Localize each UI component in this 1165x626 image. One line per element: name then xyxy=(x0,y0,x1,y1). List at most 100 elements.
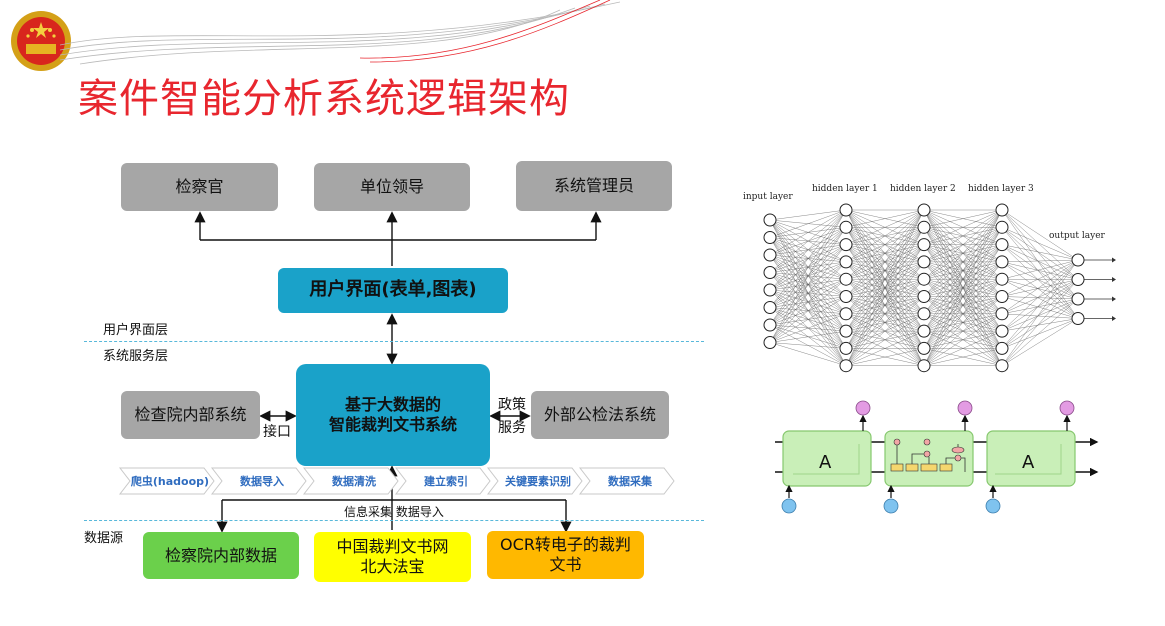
ui-layer-divider xyxy=(84,341,704,342)
neuron-node xyxy=(917,255,931,269)
external-system-box: 外部公检法系统 xyxy=(531,391,669,439)
ui-layer-label: 用户界面层 xyxy=(103,323,169,338)
data-source-label: 数据源 xyxy=(84,531,124,546)
pipeline-step-label: 建立索引 xyxy=(424,475,468,488)
pipeline-step-label: 关键要素识别 xyxy=(505,475,571,488)
neuron-node xyxy=(995,324,1009,338)
neuron-node xyxy=(839,341,853,355)
architecture-connectors xyxy=(194,211,602,533)
neuron-node xyxy=(1071,253,1085,267)
lstm-cell-left-label: A xyxy=(819,452,832,473)
internal-system-box: 检查院内部系统 xyxy=(121,391,260,439)
prosecutor-label: 检察官 xyxy=(175,177,224,196)
sys-admin-box: 系统管理员 xyxy=(516,161,672,211)
pipeline-step-label: 数据采集 xyxy=(608,475,652,488)
core-system-line2: 智能裁判文书系统 xyxy=(328,415,457,434)
neuron-node xyxy=(839,272,853,286)
neuron-node xyxy=(839,307,853,321)
neuron-node xyxy=(763,301,777,314)
neuron-node xyxy=(917,220,931,234)
hidden-layer-1-label: hidden layer 1 xyxy=(812,184,878,194)
collect-import-label: 信息采集 数据导入 xyxy=(344,505,444,519)
internal-data-label: 检察院内部数据 xyxy=(164,545,277,565)
neuron-node xyxy=(839,324,853,338)
unit-leader-box: 单位领导 xyxy=(314,163,470,211)
policy-label: 政策 xyxy=(498,397,526,413)
lstm-diagram: A A xyxy=(775,400,1099,514)
neuron-node xyxy=(763,336,777,349)
neural-network-diagram xyxy=(763,203,1116,373)
external-system-label: 外部公检法系统 xyxy=(543,405,656,424)
neuron-node xyxy=(995,220,1009,234)
chevron-step-3 xyxy=(302,467,399,495)
national-emblem-icon xyxy=(11,11,71,71)
neuron-node xyxy=(763,213,777,227)
neuron-node xyxy=(995,359,1009,373)
cn-docs-line2: 北大法宝 xyxy=(360,557,425,576)
neuron-node xyxy=(917,203,931,217)
ocr-docs-box: OCR转电子的裁判 文书 xyxy=(487,531,644,579)
neuron-node xyxy=(839,238,853,252)
hidden-layer-2-label: hidden layer 2 xyxy=(890,184,956,194)
slide-title: 案件智能分析系统逻辑架构 xyxy=(78,76,570,122)
neuron-node xyxy=(839,203,853,217)
user-interface-label: 用户界面(表单,图表) xyxy=(309,279,477,301)
hidden-layer-3-label: hidden layer 3 xyxy=(968,184,1034,194)
internal-system-label: 检查院内部系统 xyxy=(134,405,247,424)
neuron-node xyxy=(917,290,931,303)
lstm-cell-right xyxy=(986,430,1076,487)
pipeline-step-label: 数据清洗 xyxy=(332,475,376,488)
cn-docs-box: 中国裁判文书网 北大法宝 xyxy=(314,532,471,582)
unit-leader-label: 单位领导 xyxy=(359,177,424,196)
neuron-node xyxy=(839,220,853,234)
neuron-node xyxy=(763,266,777,279)
service-label: 服务 xyxy=(498,420,526,436)
ocr-docs-line2: 文书 xyxy=(549,555,582,574)
service-layer-label: 系统服务层 xyxy=(103,349,169,364)
neuron-node xyxy=(763,248,777,262)
lstm-cell-left xyxy=(782,430,872,487)
neuron-node xyxy=(917,341,931,355)
neuron-node xyxy=(763,283,777,297)
neuron-node xyxy=(995,290,1009,303)
neuron-node xyxy=(1071,292,1085,306)
neuron-node xyxy=(917,324,931,338)
neuron-node xyxy=(995,238,1009,252)
chevron-step-1 xyxy=(118,467,215,495)
neuron-node xyxy=(1071,273,1085,286)
decorative-swoosh xyxy=(60,0,620,65)
chevron-step-2 xyxy=(210,467,307,495)
neuron-node xyxy=(917,238,931,252)
cn-docs-line1: 中国裁判文书网 xyxy=(336,537,449,556)
neuron-node xyxy=(995,307,1009,321)
internal-data-box: 检察院内部数据 xyxy=(143,532,299,579)
neuron-node xyxy=(1071,312,1085,325)
data-source-divider xyxy=(84,520,704,521)
chevron-step-5 xyxy=(486,467,583,495)
neuron-node xyxy=(839,255,853,269)
neuron-node xyxy=(995,341,1009,355)
neuron-node xyxy=(763,231,777,244)
neuron-node xyxy=(917,272,931,286)
neuron-node xyxy=(995,272,1009,286)
chevron-step-6 xyxy=(578,467,675,495)
output-layer-label: output layer xyxy=(1049,231,1105,241)
lstm-cell-right-label: A xyxy=(1022,452,1035,473)
sys-admin-label: 系统管理员 xyxy=(553,176,634,195)
ocr-docs-line1: OCR转电子的裁判 xyxy=(500,535,631,554)
neuron-node xyxy=(995,255,1009,269)
neuron-node xyxy=(917,359,931,373)
prosecutor-box: 检察官 xyxy=(121,163,278,211)
neuron-node xyxy=(839,359,853,373)
user-interface-box: 用户界面(表单,图表) xyxy=(278,268,508,313)
neuron-node xyxy=(995,203,1009,217)
chevron-step-4 xyxy=(394,467,491,495)
neuron-node xyxy=(839,290,853,303)
pipeline-step-label: 数据导入 xyxy=(240,475,284,488)
neuron-node xyxy=(917,307,931,321)
pipeline-chevrons xyxy=(118,467,675,495)
input-layer-label: input layer xyxy=(743,192,793,202)
neuron-node xyxy=(763,318,777,332)
core-system-line1: 基于大数据的 xyxy=(344,395,441,414)
interface-label: 接口 xyxy=(263,424,291,440)
